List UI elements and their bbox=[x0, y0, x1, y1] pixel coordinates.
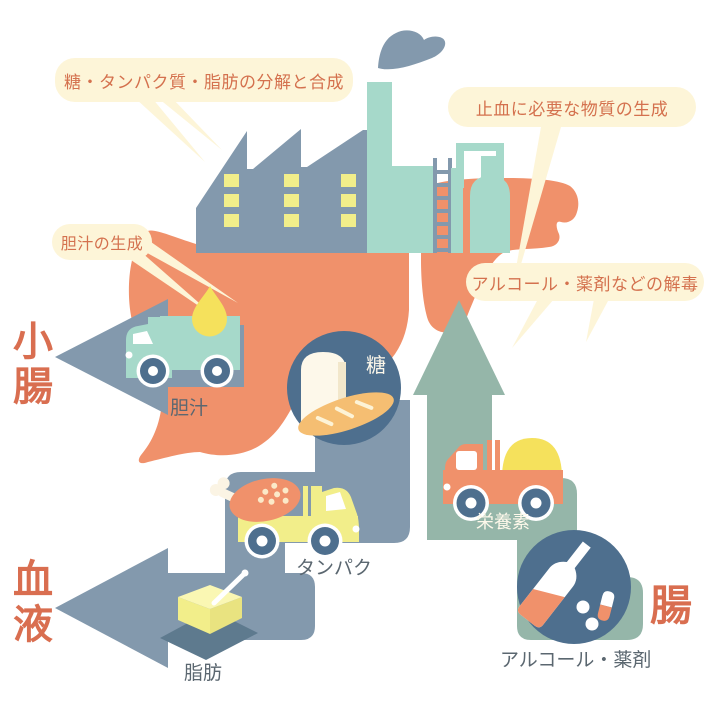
bubble-clotting: 止血に必要な物質の生成 bbox=[448, 87, 696, 127]
label-alcohol-cargo: アルコール・薬剤 bbox=[500, 649, 652, 671]
bile-truck bbox=[125, 286, 240, 388]
label-intestine: 腸 bbox=[649, 581, 692, 630]
bubble-detox: アルコール・薬剤などの解毒 bbox=[466, 263, 704, 301]
truck-window bbox=[133, 331, 153, 344]
pill-icon bbox=[576, 600, 590, 614]
factory-chimney bbox=[367, 82, 392, 253]
headlight-icon bbox=[352, 525, 360, 533]
smoke-flag-icon bbox=[378, 30, 446, 70]
label-nutrients-cargo: 栄養素 bbox=[476, 512, 530, 533]
exhaust-stack bbox=[311, 486, 316, 518]
baguette-icon bbox=[298, 392, 394, 436]
bubble-bile: 胆汁の生成 bbox=[52, 224, 152, 260]
bread-crust bbox=[338, 362, 346, 430]
wheel-hub bbox=[530, 497, 542, 509]
bubble-tail bbox=[135, 98, 205, 162]
storage-tank-icon bbox=[451, 143, 510, 253]
exhaust-stack bbox=[495, 440, 500, 474]
capsule-icon bbox=[597, 591, 615, 621]
pill-icon bbox=[585, 617, 599, 631]
bubble-tails-right bbox=[510, 127, 608, 348]
knife-icon bbox=[211, 569, 249, 606]
exhaust-stack bbox=[487, 440, 492, 474]
headlight-icon bbox=[443, 483, 451, 491]
arrow-left-blood bbox=[55, 548, 168, 668]
bubble-tail bbox=[140, 242, 238, 303]
headlight-icon bbox=[125, 351, 133, 359]
truck-window bbox=[456, 451, 477, 470]
butter-front bbox=[178, 597, 210, 634]
bubble-clotting-text: 止血に必要な物質の生成 bbox=[475, 99, 669, 120]
nutrient-truck bbox=[443, 438, 563, 521]
bubble-bile-text: 胆汁の生成 bbox=[60, 234, 144, 253]
liver-main-lobe bbox=[128, 230, 409, 464]
butter-group bbox=[160, 569, 258, 660]
bubble-tail bbox=[158, 98, 222, 150]
factory bbox=[196, 30, 510, 253]
alcohol-circle bbox=[517, 530, 631, 644]
wheel-hub bbox=[319, 535, 331, 547]
wheel-hub bbox=[465, 497, 477, 509]
arrow-up-head bbox=[413, 300, 505, 395]
bubble-tail bbox=[128, 251, 215, 317]
ladder-icon bbox=[433, 158, 452, 253]
label-sugar-cargo: 糖 bbox=[366, 353, 386, 377]
label-small-intestine: 小腸 bbox=[13, 319, 53, 410]
factory-windows bbox=[224, 174, 356, 227]
butter-side bbox=[210, 597, 242, 634]
wheel-hub bbox=[256, 535, 268, 547]
bubble-detox-text: アルコール・薬剤などの解毒 bbox=[471, 274, 699, 295]
sugar-circle bbox=[287, 331, 401, 445]
label-protein-cargo: タンパク bbox=[296, 557, 373, 579]
wheel-hub bbox=[148, 366, 158, 376]
wheel-hub bbox=[212, 366, 222, 376]
bubble-tail bbox=[510, 127, 561, 302]
bubble-tails bbox=[128, 98, 238, 317]
label-blood: 血液 bbox=[13, 557, 53, 648]
bubble-metabolism-text: 糖・タンパク質・脂肪の分解と合成 bbox=[64, 72, 344, 93]
label-fat-cargo: 脂肪 bbox=[184, 662, 223, 684]
label-bile-cargo: 胆汁 bbox=[170, 397, 209, 419]
bile-droplet-icon bbox=[192, 286, 227, 337]
protein-truck bbox=[209, 477, 360, 559]
butter-tray bbox=[160, 610, 258, 660]
bottle-icon bbox=[517, 541, 591, 628]
truck-window bbox=[326, 492, 346, 511]
cargo-dome bbox=[502, 438, 562, 478]
meat-icon bbox=[209, 477, 301, 522]
factory-teal-block bbox=[392, 166, 433, 253]
bubble-metabolism: 糖・タンパク質・脂肪の分解と合成 bbox=[55, 58, 353, 102]
bubble-tail bbox=[512, 299, 554, 348]
exhaust-stack bbox=[303, 486, 308, 518]
bubble-tail bbox=[586, 299, 608, 342]
